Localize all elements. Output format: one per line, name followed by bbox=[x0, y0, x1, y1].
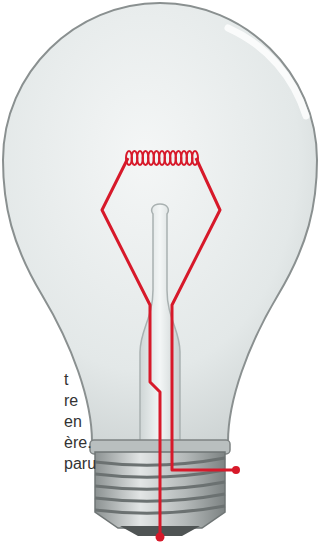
glass-highlight bbox=[228, 28, 306, 116]
filament-coil bbox=[126, 151, 198, 165]
contact-dot bbox=[232, 466, 240, 474]
tip-contact bbox=[156, 533, 165, 542]
text-fragment: re bbox=[64, 391, 78, 411]
filament-wires bbox=[102, 158, 236, 536]
text-fragment: t bbox=[64, 370, 68, 390]
text-fragment: en bbox=[64, 412, 82, 432]
text-fragment: ère. bbox=[64, 433, 92, 453]
text-fragment: paru bbox=[64, 454, 96, 474]
coil-winding bbox=[192, 151, 198, 165]
glass-envelope bbox=[3, 3, 317, 442]
